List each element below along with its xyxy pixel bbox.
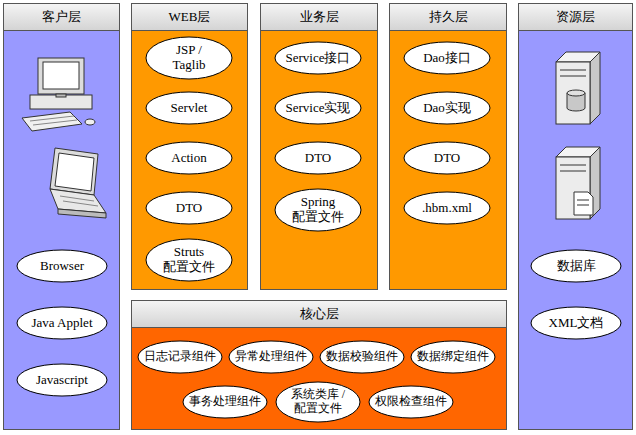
component-ellipse: 数据库 xyxy=(530,249,622,283)
component-label: JSP / Taglib xyxy=(169,43,209,73)
desktop-icon xyxy=(22,58,95,131)
layer-fill xyxy=(3,3,120,430)
component-label: .hbm.xml xyxy=(422,201,472,216)
component-label: Java Applet xyxy=(31,316,92,331)
component-ellipse: DTO xyxy=(274,141,362,175)
component-label: 数据库 xyxy=(557,259,596,274)
component-ellipse: Java Applet xyxy=(16,306,108,340)
component-ellipse: 事务处理组件 xyxy=(182,385,268,419)
layer-fill xyxy=(131,3,248,290)
component-ellipse: Service实现 xyxy=(274,91,362,125)
component-label: Dao接口 xyxy=(423,51,471,66)
label-holder: 数据绑定组件 xyxy=(410,340,496,374)
label-holder: 权限检查组件 xyxy=(368,385,454,419)
component-ellipse: 异常处理组件 xyxy=(228,340,314,374)
component-ellipse: 权限检查组件 xyxy=(368,385,454,419)
label-holder: Service实现 xyxy=(274,91,362,125)
label-holder: DTO xyxy=(145,191,233,225)
component-label: DTO xyxy=(176,201,202,216)
label-holder: Java Applet xyxy=(16,306,108,340)
component-label: 权限检查组件 xyxy=(375,395,447,409)
server-icon xyxy=(556,52,600,124)
component-ellipse: XML文档 xyxy=(530,306,622,340)
component-label: 事务处理组件 xyxy=(189,395,261,409)
component-label: Spring 配置文件 xyxy=(287,195,349,225)
label-holder: Struts 配置文件 xyxy=(145,238,233,282)
layer-title: 核心层 xyxy=(132,301,506,328)
laptop-icon xyxy=(50,148,106,218)
label-holder: Dao接口 xyxy=(403,41,491,75)
label-holder: 异常处理组件 xyxy=(228,340,314,374)
label-holder: JSP / Taglib xyxy=(145,36,233,80)
layer-panel: 核心层日志记录组件 异常处理组件 数据校验组件 数据绑定组件事务处理组件 系统类库 / … xyxy=(131,300,507,430)
label-holder: 日志记录组件 xyxy=(137,340,223,374)
layer-fill xyxy=(131,300,507,430)
component-label: Service接口 xyxy=(286,51,351,66)
layer-panel: 持久层 Dao接口 Dao实现 DTO .hbm.xml xyxy=(389,3,507,290)
label-holder: Javascript xyxy=(16,363,108,397)
component-label: DTO xyxy=(434,151,460,166)
component-label: Servlet xyxy=(171,101,208,116)
layer-panel: 资源层数据库 XML文档 xyxy=(518,3,633,430)
layer-fill xyxy=(260,3,378,290)
label-holder: XML文档 xyxy=(530,306,622,340)
layer-panel: 客户层 BrowserJava AppletJavascript xyxy=(3,3,120,430)
component-label: DTO xyxy=(305,151,331,166)
component-ellipse: Spring 配置文件 xyxy=(274,188,362,232)
component-ellipse: Javascript xyxy=(16,363,108,397)
component-ellipse: Struts 配置文件 xyxy=(145,238,233,282)
label-holder: Browser xyxy=(16,249,108,283)
layer-title: 业务层 xyxy=(261,4,377,31)
component-ellipse: JSP / Taglib xyxy=(145,36,233,80)
component-ellipse: 数据校验组件 xyxy=(319,340,405,374)
component-ellipse: 日志记录组件 xyxy=(137,340,223,374)
label-holder: 事务处理组件 xyxy=(182,385,268,419)
label-holder: DTO xyxy=(403,141,491,175)
component-label: 系统类库 / 配置文件 xyxy=(287,388,349,416)
component-label: Browser xyxy=(40,259,84,274)
component-ellipse: 数据绑定组件 xyxy=(410,340,496,374)
component-label: XML文档 xyxy=(549,316,604,331)
label-holder: Action xyxy=(145,141,233,175)
component-ellipse: DTO xyxy=(145,191,233,225)
layer-panel: 业务层 Service接口 Service实现 DTO Spring 配置文件 xyxy=(260,3,378,290)
label-holder: Dao实现 xyxy=(403,91,491,125)
label-holder: 数据库 xyxy=(530,249,622,283)
label-holder: Service接口 xyxy=(274,41,362,75)
label-holder: DTO xyxy=(274,141,362,175)
component-label: Service实现 xyxy=(286,101,351,116)
layer-title: 资源层 xyxy=(519,4,632,31)
component-ellipse: Service接口 xyxy=(274,41,362,75)
server-icon xyxy=(556,147,600,219)
label-holder: 系统类库 / 配置文件 xyxy=(275,381,361,423)
component-ellipse: 系统类库 / 配置文件 xyxy=(275,381,361,423)
label-holder: Servlet xyxy=(145,91,233,125)
layer-fill xyxy=(518,3,633,430)
component-label: Action xyxy=(171,151,206,166)
layer-title: 客户层 xyxy=(4,4,119,31)
component-label: Javascript xyxy=(36,373,88,388)
component-label: 异常处理组件 xyxy=(235,350,307,364)
component-ellipse: DTO xyxy=(403,141,491,175)
component-ellipse: Dao接口 xyxy=(403,41,491,75)
label-holder: Spring 配置文件 xyxy=(274,188,362,232)
component-label: Struts 配置文件 xyxy=(158,245,220,275)
component-label: 数据校验组件 xyxy=(326,350,398,364)
component-ellipse: Servlet xyxy=(145,91,233,125)
label-holder: 数据校验组件 xyxy=(319,340,405,374)
component-label: Dao实现 xyxy=(423,101,471,116)
label-holder: .hbm.xml xyxy=(403,191,491,225)
component-label: 日志记录组件 xyxy=(144,350,216,364)
component-ellipse: Dao实现 xyxy=(403,91,491,125)
layer-fill xyxy=(389,3,507,290)
layer-panel: WEB层 JSP / TaglibServletActionDTO Struts 配… xyxy=(131,3,248,290)
component-label: 数据绑定组件 xyxy=(417,350,489,364)
layer-title: 持久层 xyxy=(390,4,506,31)
component-ellipse: .hbm.xml xyxy=(403,191,491,225)
component-ellipse: Action xyxy=(145,141,233,175)
layer-title: WEB层 xyxy=(132,4,247,31)
component-ellipse: Browser xyxy=(16,249,108,283)
